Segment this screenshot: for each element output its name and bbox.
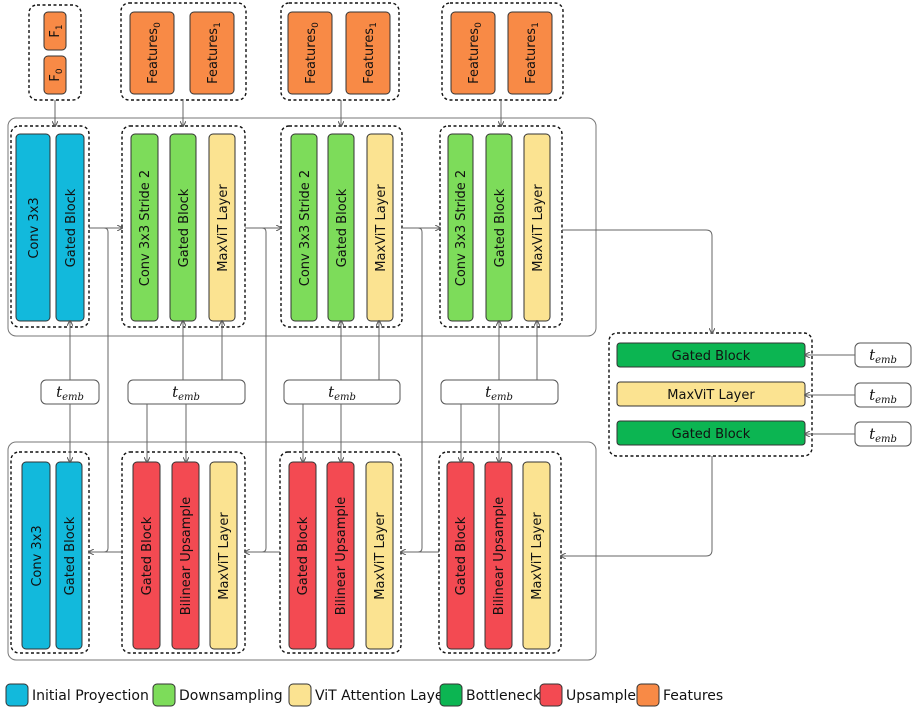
svg-text:temb: temb [172, 383, 200, 403]
connectors [55, 100, 855, 556]
feature-f0-box [43, 55, 67, 95]
svg-text:temb: temb [56, 383, 84, 403]
svg-text:Gated Block: Gated Block [64, 188, 79, 267]
legend: Initial Proyection Downsampling ViT Atte… [5, 683, 723, 707]
temb-box-3: temb [283, 379, 401, 405]
legend-item-bottleneck: Bottleneck [439, 683, 542, 707]
svg-text:Bottleneck: Bottleneck [466, 688, 542, 704]
encoder-frame [7, 117, 597, 337]
features-group-2: Features0 Features1 [280, 2, 400, 101]
decoder-frame [7, 441, 597, 661]
svg-text:Conv 3x3 Stride 2: Conv 3x3 Stride 2 [454, 170, 469, 286]
feature-f0-label: F0 [48, 68, 65, 81]
svg-text:Gated Block: Gated Block [454, 516, 469, 595]
svg-text:Upsample: Upsample [566, 688, 636, 704]
legend-item-features: Features [636, 683, 723, 707]
temb-box-2: temb [127, 379, 246, 405]
svg-text:Conv 3x3 Stride 2: Conv 3x3 Stride 2 [138, 170, 153, 286]
temb-box-bottleneck-2: temb [854, 382, 912, 408]
svg-text:Features0: Features0 [304, 22, 321, 84]
legend-item-vit-attention: ViT Attention Layer [288, 683, 450, 707]
svg-text:temb: temb [869, 386, 897, 406]
svg-text:temb: temb [869, 425, 897, 445]
temb-box-1: temb [40, 379, 100, 405]
svg-text:Gated Block: Gated Block [335, 188, 350, 267]
feature-f1-label: F1 [48, 24, 65, 37]
features-group-1: Features0 Features1 [120, 2, 247, 101]
encoder-stage-3: Conv 3x3 Stride 2 Gated Block MaxViT Lay… [439, 125, 563, 328]
bottleneck-block: Gated Block MaxViT Layer Gated Block [608, 332, 813, 457]
svg-text:MaxViT Layer: MaxViT Layer [216, 184, 231, 272]
svg-text:Gated Block: Gated Block [493, 188, 508, 267]
svg-text:Conv 3x3: Conv 3x3 [30, 525, 45, 586]
legend-item-downsampling: Downsampling [152, 683, 283, 707]
svg-text:temb: temb [485, 383, 513, 403]
encoder-stage-2: Conv 3x3 Stride 2 Gated Block MaxViT Lay… [280, 125, 403, 328]
temb-box-4: temb [440, 379, 559, 405]
svg-text:Gated Block: Gated Block [140, 516, 155, 595]
svg-text:temb: temb [328, 383, 356, 403]
svg-text:MaxViT Layer: MaxViT Layer [531, 184, 546, 272]
svg-text:Gated Block: Gated Block [296, 516, 311, 595]
svg-text:MaxViT Layer: MaxViT Layer [217, 512, 232, 600]
svg-text:ViT Attention Layer: ViT Attention Layer [315, 688, 450, 704]
temb-box-bottleneck-3: temb [854, 421, 912, 447]
svg-text:MaxViT Layer: MaxViT Layer [667, 388, 755, 403]
feature-f1-box [43, 11, 67, 51]
svg-text:Features1: Features1 [524, 22, 541, 84]
svg-text:Conv 3x3 Stride 2: Conv 3x3 Stride 2 [298, 170, 313, 286]
legend-item-initial-projection: Initial Proyection [5, 683, 149, 707]
temb-box-bottleneck-1: temb [854, 342, 912, 368]
decoder-stage-2: Gated Block Bilinear Upsample MaxViT Lay… [279, 451, 402, 654]
svg-text:Initial Proyection: Initial Proyection [32, 688, 149, 704]
legend-item-upsample: Upsample [539, 683, 636, 707]
encoder-stage-1: Conv 3x3 Stride 2 Gated Block MaxViT Lay… [121, 125, 246, 328]
svg-text:MaxViT Layer: MaxViT Layer [374, 184, 389, 272]
svg-text:Gated Block: Gated Block [63, 516, 78, 595]
svg-text:Gated Block: Gated Block [672, 427, 751, 442]
svg-text:Downsampling: Downsampling [179, 688, 283, 704]
encoder-initial-projection: Conv 3x3 Gated Block [10, 125, 90, 328]
decoder-final-projection: Conv 3x3 Gated Block [10, 451, 90, 654]
svg-text:Gated Block: Gated Block [672, 349, 751, 364]
svg-text:Features0: Features0 [467, 22, 484, 84]
features-group-3: Features0 Features1 [441, 2, 564, 101]
features-input-group: F1 F0 [28, 4, 82, 101]
svg-text:Conv 3x3: Conv 3x3 [27, 197, 42, 258]
svg-text:MaxViT Layer: MaxViT Layer [530, 512, 545, 600]
svg-text:Features1: Features1 [362, 22, 379, 84]
decoder-stage-3: Gated Block Bilinear Upsample MaxViT Lay… [438, 451, 562, 654]
svg-text:Features: Features [663, 688, 723, 704]
svg-text:Bilinear Upsample: Bilinear Upsample [492, 497, 507, 615]
svg-text:MaxViT Layer: MaxViT Layer [373, 512, 388, 600]
svg-text:Gated Block: Gated Block [177, 188, 192, 267]
svg-text:Bilinear Upsample: Bilinear Upsample [334, 497, 349, 615]
svg-text:temb: temb [869, 346, 897, 366]
svg-text:Features1: Features1 [206, 22, 223, 84]
svg-text:Features0: Features0 [146, 22, 163, 84]
svg-text:Bilinear Upsample: Bilinear Upsample [179, 497, 194, 615]
decoder-stage-1: Gated Block Bilinear Upsample MaxViT Lay… [121, 451, 246, 654]
